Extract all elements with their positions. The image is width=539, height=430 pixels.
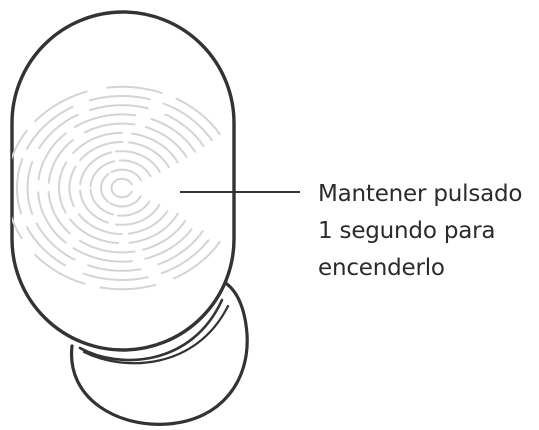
fingerprint-ridge	[173, 240, 221, 280]
fingerprint-ridge	[157, 230, 204, 266]
fingerprint-ridge	[144, 126, 188, 159]
fingerprint-ridge	[72, 247, 134, 263]
fingerprint-ridge	[164, 113, 205, 148]
ear-tip-rim-1	[78, 298, 224, 362]
fingerprint-ridge	[88, 95, 151, 102]
earbud-body	[10, 10, 236, 352]
fingerprint-ridge	[131, 132, 179, 164]
fingerprint-ridge	[26, 160, 34, 216]
fingerprint-ridge	[34, 253, 86, 285]
fingerprint-ridge	[69, 218, 120, 245]
fingerprint-ridge	[82, 272, 149, 281]
fingerprint-ridge	[37, 191, 67, 244]
fingerprint-ridge	[162, 102, 213, 142]
fingerprint-ridge	[150, 118, 197, 153]
fingerprint-ridge	[79, 151, 113, 186]
fingerprint-ridge	[47, 139, 74, 184]
fingerprint-ridge	[26, 226, 67, 267]
fingerprint-ridge	[99, 173, 110, 203]
instruction-line-3: encenderlo	[318, 255, 445, 281]
fingerprint-ridge	[73, 113, 137, 129]
fingerprint-ridge	[99, 284, 157, 291]
instruction-line-1: Mantener pulsado	[318, 181, 523, 207]
fingerprint-ridge	[37, 132, 67, 181]
fingerprint-ridge	[87, 264, 142, 272]
fingerprint-ridge	[128, 212, 179, 244]
fingerprint-ridge	[12, 193, 23, 240]
instruction-text: Mantener pulsado 1 segundo para encender…	[318, 176, 536, 287]
fingerprint-ridge	[47, 190, 71, 235]
fingerprint-ridge	[79, 141, 124, 162]
ear-tip-outer	[70, 280, 249, 426]
fingerprint-ridge	[12, 129, 28, 179]
fingerprint-ridge	[127, 141, 170, 169]
fingerprint-ridge	[160, 239, 210, 275]
fingerprint-ridge	[89, 104, 149, 112]
instruction-line-2: 1 segundo para	[318, 218, 496, 244]
fingerprint-ridge	[78, 239, 136, 254]
fingerprint-ridge	[38, 113, 79, 150]
fingerprint-ridge	[26, 105, 74, 150]
fingerprint-ridge	[115, 177, 133, 186]
fingerprint-ridge	[144, 228, 193, 260]
fingerprint-ridge	[77, 213, 123, 235]
fingerprint-ridge	[106, 85, 163, 94]
fingerprint-ridge	[115, 150, 161, 173]
fingerprint-ridge	[127, 210, 169, 235]
fingerprint-icon[interactable]	[7, 85, 221, 291]
fingerprint-ridge	[116, 200, 151, 217]
fingerprint-ridge	[142, 220, 186, 251]
fingerprint-ridge	[89, 160, 116, 188]
fingerprint-ridge	[115, 203, 161, 226]
fingerprint-ridge	[34, 90, 88, 123]
fingerprint-ridge	[110, 180, 117, 196]
fingerprint-ridge	[35, 222, 76, 261]
fingerprint-ridge	[57, 161, 68, 214]
fingerprint-ridge	[175, 97, 221, 136]
fingerprint-ridge	[109, 195, 142, 208]
fingerprint-ridge	[16, 158, 24, 215]
fingerprint-ridge	[72, 131, 123, 155]
fingerprint-ridge	[68, 165, 77, 208]
ear-tip-rim-2	[82, 304, 230, 365]
fingerprint-ridge	[110, 168, 143, 182]
fingerprint-ridge	[89, 188, 114, 216]
ear-tip	[70, 280, 249, 426]
fingerprint-ridge	[79, 189, 110, 224]
fingerprint-ridge	[118, 159, 152, 178]
fingerprint-ridge	[83, 122, 136, 134]
fingerprint-ridge	[115, 190, 133, 199]
